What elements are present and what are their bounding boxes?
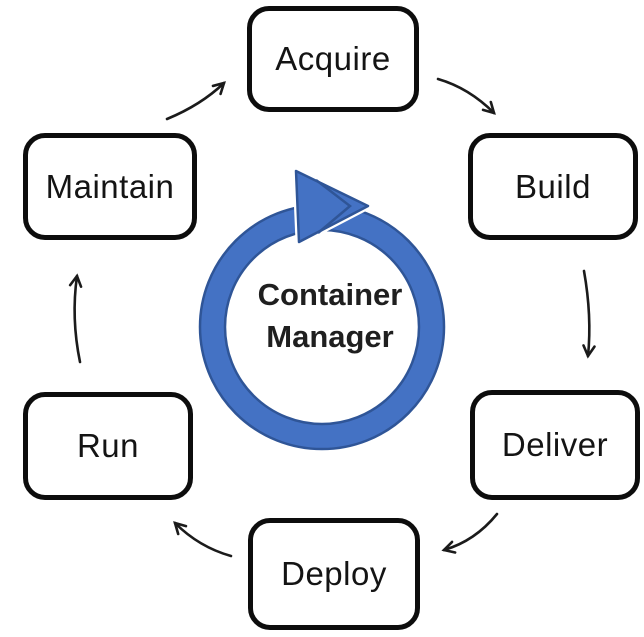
node-run-label: Run — [76, 427, 140, 464]
node-acquire: Acquire — [247, 6, 419, 112]
node-build: Build — [468, 133, 638, 240]
arrow-deliver-to-deploy — [441, 512, 499, 554]
cycle-chevron-arrow-icon — [294, 169, 370, 244]
node-run: Run — [23, 392, 193, 500]
arrow-run-to-maintain — [68, 273, 83, 364]
node-build-label: Build — [515, 167, 591, 205]
node-deploy-label: Deploy — [281, 555, 387, 592]
center-label: Container Manager — [257, 277, 403, 354]
arrow-build-to-deliver — [582, 269, 596, 359]
node-deploy: Deploy — [248, 518, 420, 630]
cycle-ring — [198, 203, 446, 451]
cycle-chevron-seam — [315, 179, 352, 234]
node-deliver-label: Deliver — [501, 426, 609, 463]
arrow-acquire-to-build — [436, 77, 496, 115]
arrow-maintain-to-acquire — [165, 81, 226, 121]
node-maintain-label: Maintain — [45, 167, 175, 205]
node-maintain: Maintain — [23, 133, 197, 240]
node-deliver: Deliver — [470, 390, 640, 500]
node-acquire-label: Acquire — [275, 40, 391, 77]
arrow-deploy-to-run — [173, 521, 233, 558]
